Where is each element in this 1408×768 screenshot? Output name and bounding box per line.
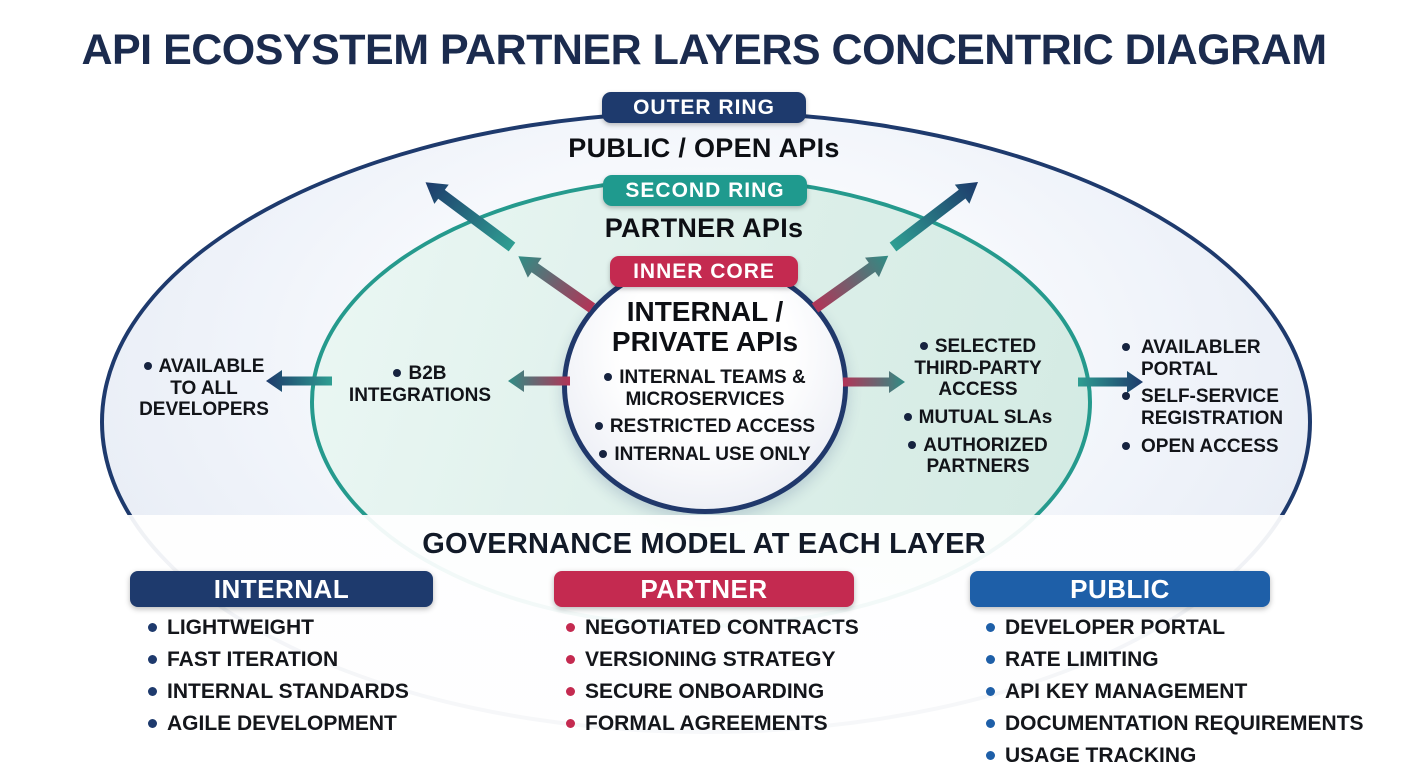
list-item: INTERNAL TEAMS & MICROSERVICES (580, 367, 830, 410)
list-item-label: RATE LIMITING (1005, 648, 1159, 671)
bullet-dot-icon (566, 623, 575, 632)
list-item-label: RESTRICTED ACCESS (609, 416, 816, 438)
list-item-label: USAGE TRACKING (1005, 744, 1197, 767)
list-item: INTERNAL STANDARDS (148, 680, 409, 704)
list-item-label: NEGOTIATED CONTRACTS (585, 616, 859, 639)
list-item-label: API KEY MANAGEMENT (1005, 680, 1248, 703)
bullet-dot-icon (566, 655, 575, 664)
list-item: AVAILABLE TO ALL DEVELOPERS (128, 356, 280, 421)
governance-list-internal: LIGHTWEIGHT FAST ITERATION INTERNAL STAN… (148, 616, 409, 744)
list-item-label: AVAILABLER PORTAL (1141, 337, 1261, 380)
list-item: SELECTED THIRD-PARTY ACCESS (897, 336, 1059, 401)
list-item: RATE LIMITING (986, 648, 1364, 672)
list-item: MUTUAL SLAs (897, 407, 1059, 429)
list-item: AUTHORIZED PARTNERS (897, 435, 1059, 478)
list-item-label: SELF-SERVICE REGISTRATION (1141, 386, 1284, 429)
bullet-dot-icon (148, 687, 157, 696)
outer-ring-left-list: AVAILABLE TO ALL DEVELOPERS (128, 356, 280, 427)
bullet-dot-icon (986, 687, 995, 696)
bullet-dot-icon (903, 412, 912, 421)
bullet-dot-icon (1122, 392, 1130, 401)
bullet-dot-icon (599, 449, 608, 458)
bullet-dot-icon (986, 751, 995, 760)
list-item-label: AVAILABLE TO ALL DEVELOPERS (139, 356, 269, 421)
bullet-dot-icon (148, 719, 157, 728)
list-item-label: LIGHTWEIGHT (167, 616, 314, 639)
list-item: NEGOTIATED CONTRACTS (566, 616, 859, 640)
inner-core-label: INTERNAL / PRIVATE APIs (611, 296, 799, 357)
list-item-label: VERSIONING STRATEGY (585, 648, 836, 671)
list-item: API KEY MANAGEMENT (986, 680, 1364, 704)
list-item: AVAILABLER PORTAL (1122, 337, 1310, 380)
governance-title: GOVERNANCE MODEL AT EACH LAYER (422, 528, 986, 560)
governance-header-internal: INTERNAL (130, 571, 433, 607)
list-item-label: AGILE DEVELOPMENT (167, 712, 397, 735)
list-item-label: FAST ITERATION (167, 648, 339, 671)
inner-core-bullet-list: INTERNAL TEAMS & MICROSERVICES RESTRICTE… (580, 367, 830, 472)
page-title: API ECOSYSTEM PARTNER LAYERS CONCENTRIC … (81, 26, 1327, 74)
governance-header-public: PUBLIC (970, 571, 1270, 607)
bullet-dot-icon (148, 655, 157, 664)
bullet-dot-icon (908, 440, 917, 449)
list-item-label: SELECTED THIRD-PARTY ACCESS (914, 336, 1042, 401)
list-item-label: AUTHORIZED PARTNERS (923, 434, 1048, 478)
governance-section: GOVERNANCE MODEL AT EACH LAYER INTERNAL … (0, 515, 1408, 768)
bullet-dot-icon (148, 623, 157, 632)
inner-core-badge: INNER CORE (610, 256, 798, 287)
list-item-label: DOCUMENTATION REQUIREMENTS (1005, 712, 1364, 735)
bullet-dot-icon (143, 362, 152, 370)
list-item: AGILE DEVELOPMENT (148, 712, 409, 736)
governance-list-public: DEVELOPER PORTAL RATE LIMITING API KEY M… (986, 616, 1364, 768)
list-item: OPEN ACCESS (1122, 436, 1310, 458)
bullet-dot-icon (986, 655, 995, 664)
list-item-label: FORMAL AGREEMENTS (585, 712, 828, 735)
list-item: FAST ITERATION (148, 648, 409, 672)
bullet-dot-icon (566, 687, 575, 696)
bullet-dot-icon (594, 422, 603, 431)
list-item-label: SECURE ONBOARDING (585, 680, 825, 703)
list-item-label: INTERNAL STANDARDS (167, 680, 409, 703)
list-item: DOCUMENTATION REQUIREMENTS (986, 712, 1364, 736)
bullet-dot-icon (986, 719, 995, 728)
governance-header-partner: PARTNER (554, 571, 854, 607)
outer-ring-badge: OUTER RING (602, 92, 806, 123)
list-item-label: B2B INTEGRATIONS (348, 363, 492, 406)
second-ring-badge: SECOND RING (603, 175, 807, 206)
bullet-dot-icon (1122, 343, 1130, 351)
list-item: SECURE ONBOARDING (566, 680, 859, 704)
list-item: USAGE TRACKING (986, 744, 1364, 768)
list-item-label: INTERNAL TEAMS & MICROSERVICES (619, 367, 806, 410)
second-ring-label: PARTNER APIs (604, 213, 804, 243)
bullet-dot-icon (566, 719, 575, 728)
list-item: DEVELOPER PORTAL (986, 616, 1364, 640)
bullet-dot-icon (604, 373, 613, 381)
bullet-dot-icon (919, 342, 928, 350)
list-item: VERSIONING STRATEGY (566, 648, 859, 672)
list-item: RESTRICTED ACCESS (580, 416, 830, 438)
list-item-label: DEVELOPER PORTAL (1005, 616, 1226, 639)
second-ring-left-list: B2B INTEGRATIONS (345, 363, 495, 412)
list-item: INTERNAL USE ONLY (580, 444, 830, 466)
list-item-label: OPEN ACCESS (1141, 435, 1279, 457)
outer-ring-label: PUBLIC / OPEN APIs (568, 133, 840, 163)
second-ring-right-list: SELECTED THIRD-PARTY ACCESS MUTUAL SLAs … (897, 336, 1059, 484)
bullet-dot-icon (393, 369, 402, 377)
list-item: LIGHTWEIGHT (148, 616, 409, 640)
list-item-label: MUTUAL SLAs (918, 406, 1053, 428)
outer-ring-right-list: AVAILABLER PORTAL SELF-SERVICE REGISTRAT… (1122, 337, 1310, 463)
list-item-label: INTERNAL USE ONLY (614, 443, 811, 465)
governance-list-partner: NEGOTIATED CONTRACTS VERSIONING STRATEGY… (566, 616, 859, 744)
list-item: SELF-SERVICE REGISTRATION (1122, 386, 1310, 429)
list-item: B2B INTEGRATIONS (345, 363, 495, 406)
bullet-dot-icon (1122, 441, 1130, 450)
bullet-dot-icon (986, 623, 995, 632)
list-item: FORMAL AGREEMENTS (566, 712, 859, 736)
